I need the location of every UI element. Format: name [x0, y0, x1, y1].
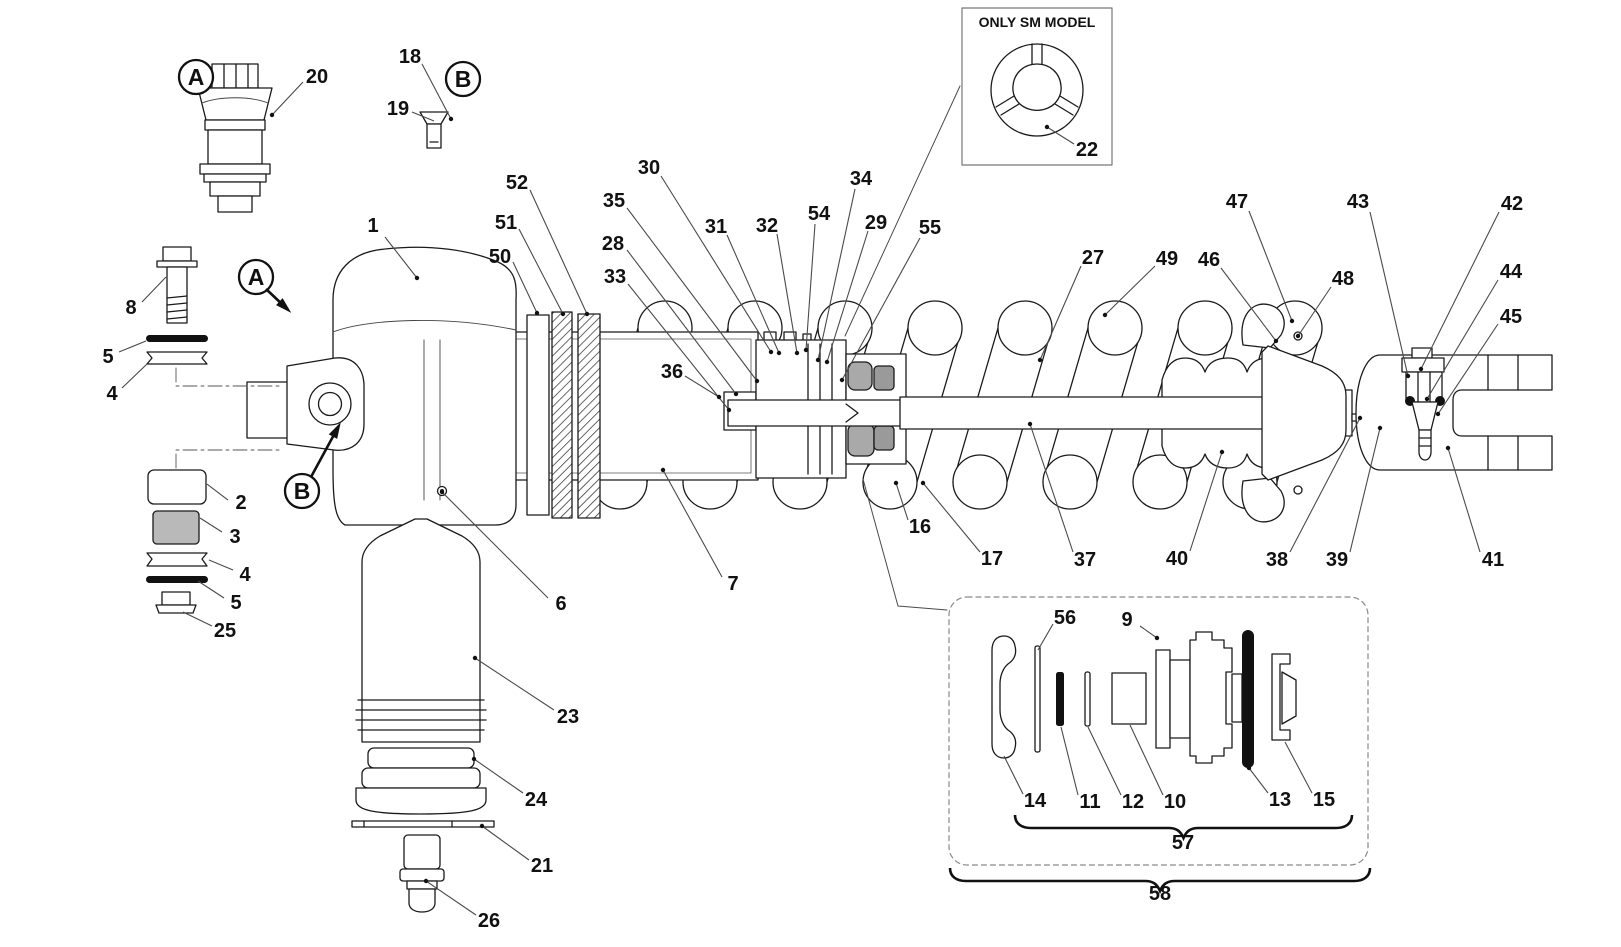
brace-57: [1013, 814, 1354, 842]
brace-label-57: 57: [1171, 832, 1195, 854]
callout-26: 26: [477, 910, 501, 932]
clevis-fork: [1355, 354, 1553, 471]
callout-48: 48: [1331, 268, 1355, 290]
letter-b-marker: B: [283, 422, 341, 510]
callout-21: 21: [530, 855, 554, 877]
preload-rings: [526, 311, 601, 519]
reservoir-cap: [197, 63, 273, 213]
reservoir-bottle: [355, 518, 487, 743]
callout-34: 34: [849, 168, 873, 190]
mount-hardware-stack: [146, 246, 283, 614]
callout-40: 40: [1165, 548, 1189, 570]
callout-4: 4: [239, 564, 251, 586]
callout-42: 42: [1500, 193, 1524, 215]
callout-30: 30: [637, 157, 661, 179]
callout-12: 12: [1121, 791, 1145, 813]
callout-23: 23: [556, 706, 580, 728]
inset-sm-title: ONLY SM MODEL: [978, 14, 1096, 30]
callout-10: 10: [1163, 791, 1187, 813]
part-9-piston: [1155, 631, 1243, 764]
callout-52: 52: [505, 172, 529, 194]
letter-a-marker: A: [237, 258, 292, 313]
brace-58: [948, 867, 1372, 895]
callout-36: 36: [660, 361, 684, 383]
callout-41: 41: [1481, 549, 1505, 571]
svg-text:B: B: [294, 478, 311, 504]
callout-55: 55: [918, 217, 942, 239]
bladder-collar: [355, 747, 487, 815]
callout-14: 14: [1023, 790, 1047, 812]
callout-8: 8: [125, 297, 137, 319]
svg-text:B: B: [455, 66, 472, 92]
callout-44: 44: [1499, 261, 1523, 283]
part-56-shim: [1034, 645, 1041, 753]
callout-38: 38: [1265, 549, 1289, 571]
callout-18: 18: [398, 46, 422, 68]
callout-56: 56: [1053, 607, 1077, 629]
callout-28: 28: [601, 233, 625, 255]
inset-sm-box: [844, 7, 1113, 337]
charge-valve: [399, 834, 445, 913]
svg-text:A: A: [248, 264, 265, 290]
callout-2: 2: [235, 492, 247, 514]
part-13-oring: [1242, 630, 1254, 768]
callout-45: 45: [1499, 306, 1523, 328]
callout-3: 3: [229, 526, 241, 548]
part-12-shim: [1084, 671, 1091, 727]
callout-27: 27: [1081, 247, 1105, 269]
callout-9: 9: [1121, 609, 1133, 631]
callout-31: 31: [704, 216, 728, 238]
callout-51: 51: [494, 212, 518, 234]
callout-25: 25: [213, 620, 237, 642]
callout-54: 54: [807, 203, 831, 225]
callout-39: 39: [1325, 549, 1349, 571]
callout-6: 6: [555, 593, 567, 615]
spring-seat: [1241, 303, 1347, 523]
part-15-seal: [1271, 653, 1297, 741]
callout-24: 24: [524, 789, 548, 811]
callout-35: 35: [602, 190, 626, 212]
part-11-ring: [1056, 672, 1064, 726]
retainer-plate: [351, 820, 495, 828]
callout-37: 37: [1073, 549, 1097, 571]
letter-b-marker: B: [444, 60, 482, 98]
callout-20: 20: [305, 66, 329, 88]
callout-16: 16: [908, 516, 932, 538]
callout-13: 13: [1268, 789, 1292, 811]
rebound-adjuster: [1401, 347, 1445, 461]
callout-50: 50: [488, 246, 512, 268]
callout-11: 11: [1079, 791, 1101, 813]
eyelet-mount: [246, 357, 365, 451]
callout-19: 19: [386, 98, 410, 120]
callout-5: 5: [230, 592, 242, 614]
callout-22: 22: [1075, 139, 1099, 161]
shock-shaft: [899, 389, 1360, 437]
callout-49: 49: [1155, 248, 1179, 270]
callout-32: 32: [755, 215, 779, 237]
callout-46: 46: [1197, 249, 1221, 271]
callout-1: 1: [367, 215, 379, 237]
part-10-spacer: [1111, 672, 1147, 725]
callout-4: 4: [106, 383, 118, 405]
callout-17: 17: [980, 548, 1004, 570]
callout-15: 15: [1312, 789, 1336, 811]
callout-29: 29: [864, 212, 888, 234]
piston-cluster: [723, 331, 907, 479]
bleed-screw: [419, 111, 449, 149]
svg-text:A: A: [188, 64, 205, 90]
callout-33: 33: [603, 266, 627, 288]
callout-7: 7: [727, 573, 739, 595]
letter-a-marker: A: [177, 58, 215, 96]
detail-box: [862, 478, 1369, 866]
brace-label-58: 58: [1148, 883, 1172, 905]
callout-5: 5: [102, 346, 114, 368]
part-14-retainer: [991, 635, 1017, 759]
callout-43: 43: [1346, 191, 1370, 213]
callout-47: 47: [1225, 191, 1249, 213]
head-casting: [332, 246, 517, 526]
